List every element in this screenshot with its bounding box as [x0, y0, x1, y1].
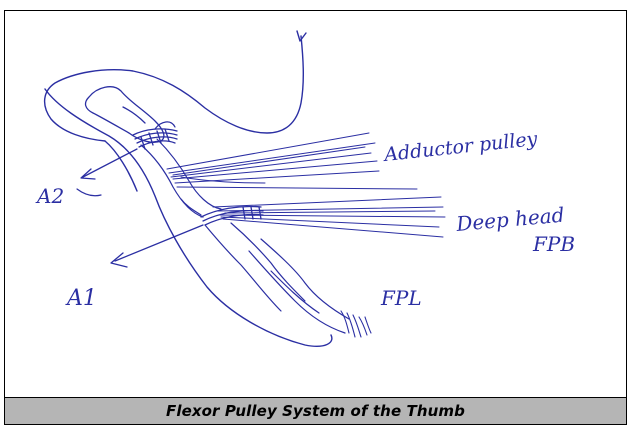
metacarpal: [205, 223, 349, 333]
label-a2: A2: [35, 184, 64, 208]
thumb-pulley-sketch: Adductor pulley Deep head FPB A2 A1 FPL: [5, 11, 626, 397]
label-fpb: FPB: [532, 232, 575, 256]
caption-bar: Flexor Pulley System of the Thumb: [5, 397, 626, 424]
label-fpl: FPL: [380, 286, 422, 310]
adductor-pulley-fibers: [167, 133, 417, 189]
figure-frame: Adductor pulley Deep head FPB A2 A1 FPL …: [4, 10, 627, 425]
figure-caption: Flexor Pulley System of the Thumb: [166, 402, 465, 420]
pulley-arrows: [81, 149, 203, 267]
a1-arrow: [115, 225, 203, 261]
deep-head-fpb-fibers: [213, 197, 445, 237]
label-a1: A1: [65, 286, 97, 311]
label-adductor-pulley: Adductor pulley: [381, 128, 538, 166]
a2-leader: [77, 189, 101, 196]
